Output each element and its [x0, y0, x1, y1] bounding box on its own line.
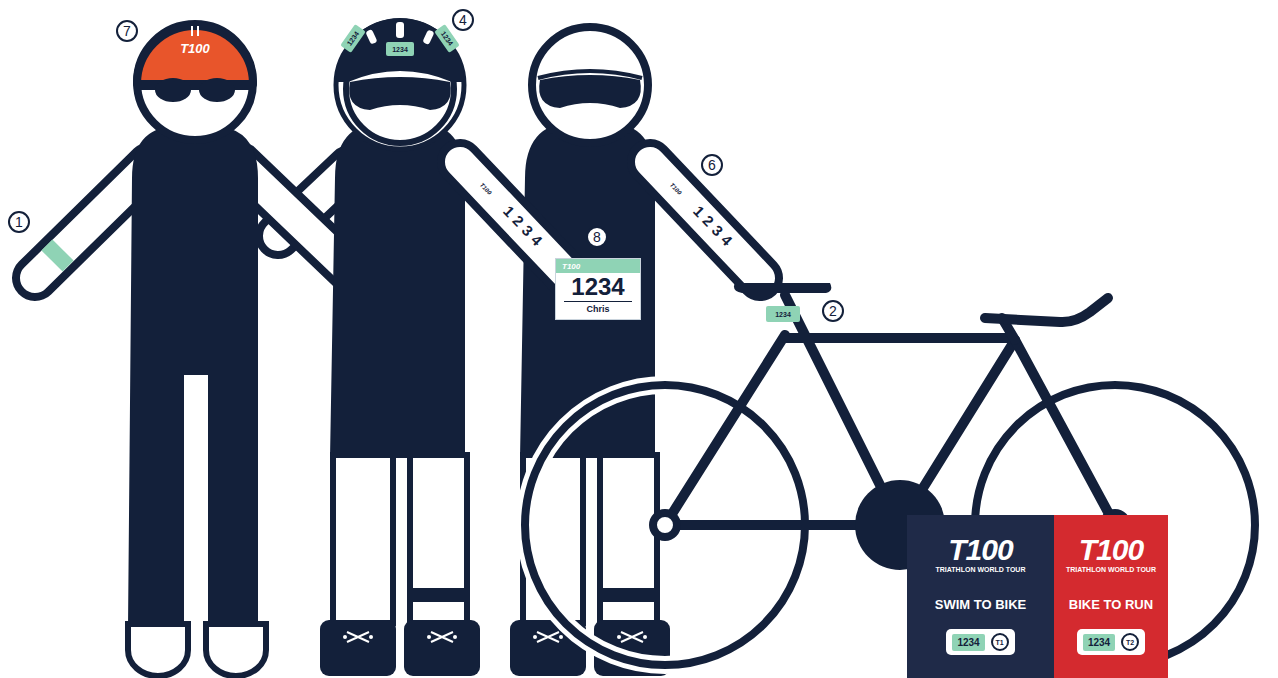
- athlete-two-shape: [365, 29, 377, 45]
- transition-badge: T2: [1121, 633, 1139, 651]
- callout-number: 1: [8, 211, 30, 233]
- athlete-body-shape: [600, 455, 657, 623]
- seatpost-sticker: 1234: [766, 306, 800, 322]
- bicycle-shape-shape: [1015, 340, 1115, 525]
- athlete-one-shape: [128, 624, 188, 676]
- transition-bag-card: T100TRIATHLON WORLD TOUR SWIM TO BIKE 1234…: [907, 515, 1054, 678]
- athlete-three-shape: [650, 162, 760, 278]
- athlete-body-shape: [453, 635, 457, 639]
- athlete-two-shape: [349, 77, 451, 110]
- athlete-body: [320, 122, 480, 676]
- athlete-two-shape: [422, 29, 434, 45]
- athlete-two-shape: [396, 22, 404, 38]
- sticker-number: 1234: [952, 634, 984, 651]
- helmet-sticker: 1234: [386, 42, 414, 56]
- transition-badge: T1: [991, 633, 1009, 651]
- bib-name: Chris: [564, 301, 631, 316]
- sticker-number: 1234: [1083, 634, 1115, 651]
- callout-number: 6: [701, 154, 723, 176]
- athlete-body-shape: [600, 588, 657, 602]
- athlete-body-shape: [427, 635, 431, 639]
- cap-logo: T100: [170, 40, 220, 56]
- athlete-one-shape: [206, 624, 266, 676]
- bicycle-shape: [734, 283, 831, 293]
- athlete-three-shape: [650, 162, 760, 278]
- callout-number: 2: [822, 300, 844, 322]
- bicycle-shape-shape: [785, 333, 1012, 343]
- athlete-body-shape: [320, 620, 396, 676]
- athlete-three-shape: [539, 75, 641, 108]
- athlete-one-shape: [199, 78, 235, 102]
- athlete-body-shape: [559, 635, 563, 639]
- card-heading: BIKE TO RUN: [1069, 597, 1153, 613]
- athlete-one-shape: [52, 250, 63, 261]
- athlete-body-shape: [410, 588, 467, 602]
- athlete-one-shape: [191, 26, 193, 36]
- athlete-body-shape: [410, 455, 467, 623]
- athlete-three: [510, 27, 760, 676]
- bib-logo: T100: [556, 259, 640, 273]
- card-subtitle: TRIATHLON WORLD TOUR: [936, 565, 1026, 575]
- callout-number: 4: [452, 9, 474, 31]
- athlete-one-shape: [155, 78, 191, 102]
- athlete-one-shape: [137, 26, 253, 84]
- athlete-body-shape: [369, 635, 373, 639]
- card-sticker: 1234 T1: [946, 629, 1014, 655]
- athlete-body-shape: [404, 620, 480, 676]
- callout-number: 7: [116, 20, 138, 42]
- athlete-one-shape: [128, 126, 258, 628]
- bib-number: 1234: [571, 273, 624, 301]
- athlete-two-shape: [336, 18, 464, 82]
- card-logo: T100: [1079, 535, 1143, 565]
- athlete-one-shape: [197, 26, 199, 36]
- card-subtitle: TRIATHLON WORLD TOUR: [1066, 565, 1156, 575]
- bicycle: [525, 283, 1255, 665]
- athlete-body-shape: [333, 455, 393, 623]
- athlete-body-shape: [533, 635, 537, 639]
- card-heading: SWIM TO BIKE: [935, 597, 1026, 613]
- athlete-body-shape: [347, 632, 453, 642]
- race-bib: T1001234Chris: [555, 258, 641, 320]
- card-sticker: 1234 T2: [1077, 629, 1145, 655]
- athlete-three-shape: [532, 27, 648, 143]
- athlete-one-shape: [137, 24, 253, 140]
- athlete-one: [35, 24, 360, 676]
- athlete-body-shape: [643, 635, 647, 639]
- card-logo: T100: [948, 535, 1012, 565]
- athlete-two-shape: [460, 162, 570, 278]
- bicycle-shape-shape: [985, 298, 1108, 322]
- bicycle-shape-shape: [665, 335, 785, 525]
- callout-number: 8: [586, 226, 608, 248]
- bicycle-shape: [653, 513, 677, 537]
- athlete-body-shape: [343, 635, 347, 639]
- transition-bag-card: T100TRIATHLON WORLD TOUR BIKE TO RUN 1234 T…: [1054, 515, 1168, 678]
- athlete-two-shape: [460, 162, 570, 278]
- athlete-body-shape: [617, 635, 621, 639]
